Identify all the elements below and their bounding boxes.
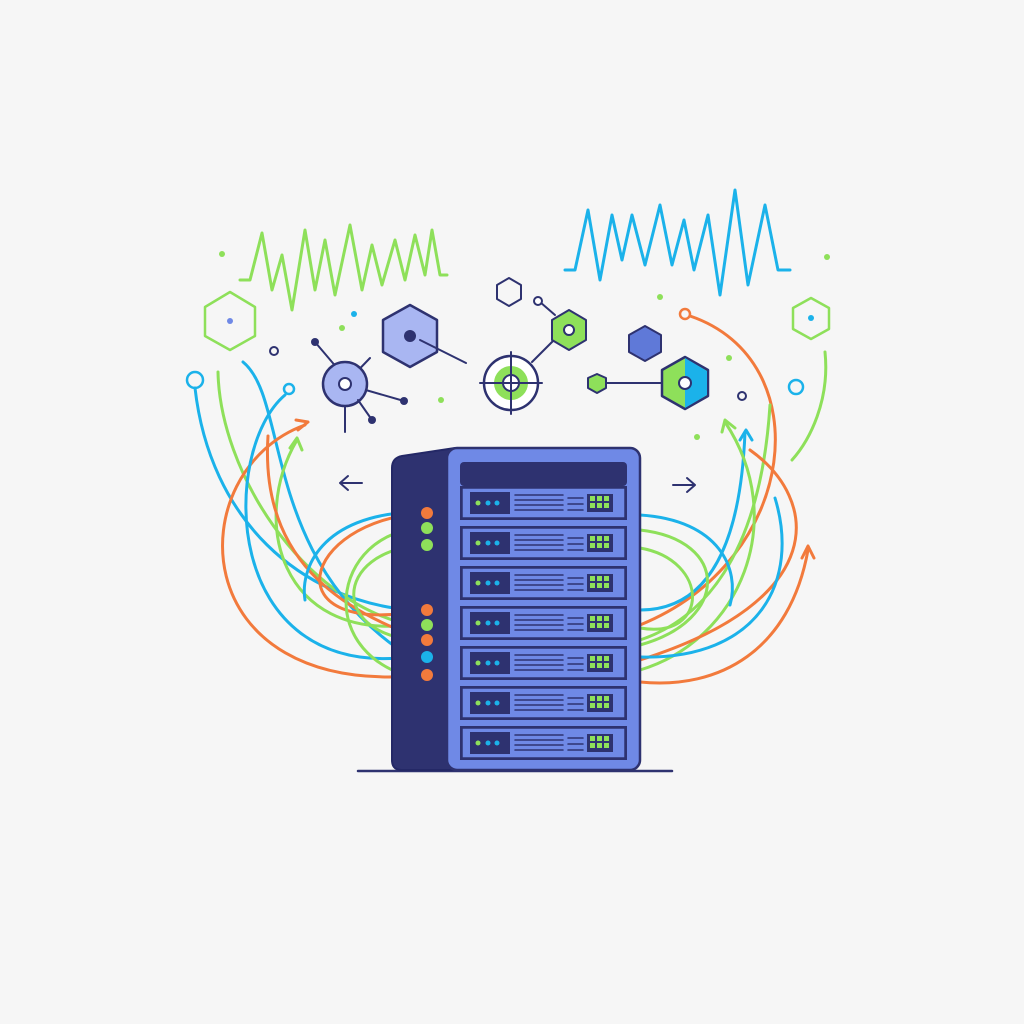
cable-port-icon: [421, 651, 433, 663]
cable-port-icon: [421, 539, 433, 551]
hexagon-node-icon: [587, 355, 710, 411]
arrow-right-icon: [672, 477, 696, 493]
rack-unit: [460, 646, 627, 680]
hexagon-small-icon: [496, 277, 522, 307]
rack-unit: [460, 566, 627, 600]
cable-ports: [421, 507, 433, 681]
rack-unit: [460, 526, 627, 560]
hexagon-outline-icon: [791, 296, 831, 341]
arrow-left-icon: [339, 475, 363, 491]
cables-right: [638, 314, 828, 685]
cable-port-icon: [421, 634, 433, 646]
hexagon-outline-icon: [203, 290, 257, 352]
network-node-icon: [311, 338, 408, 433]
cable-port-icon: [421, 604, 433, 616]
rack-unit: [460, 726, 627, 760]
cable-port-icon: [421, 669, 433, 681]
waveform-cyan-icon: [563, 188, 792, 297]
cable-port-icon: [421, 522, 433, 534]
cables-left: [193, 360, 427, 682]
target-icon: [479, 337, 557, 415]
rack-unit: [460, 486, 627, 520]
waveform-green-icon: [238, 223, 449, 312]
rack-unit: [460, 606, 627, 640]
cable-port-icon: [421, 619, 433, 631]
rack-units: [460, 486, 627, 760]
server-rack-icon: [356, 446, 674, 773]
cable-port-icon: [421, 507, 433, 519]
rack-unit: [460, 686, 627, 720]
decorative-dots: [185, 251, 830, 440]
hexagon-blue-icon: [628, 325, 662, 362]
